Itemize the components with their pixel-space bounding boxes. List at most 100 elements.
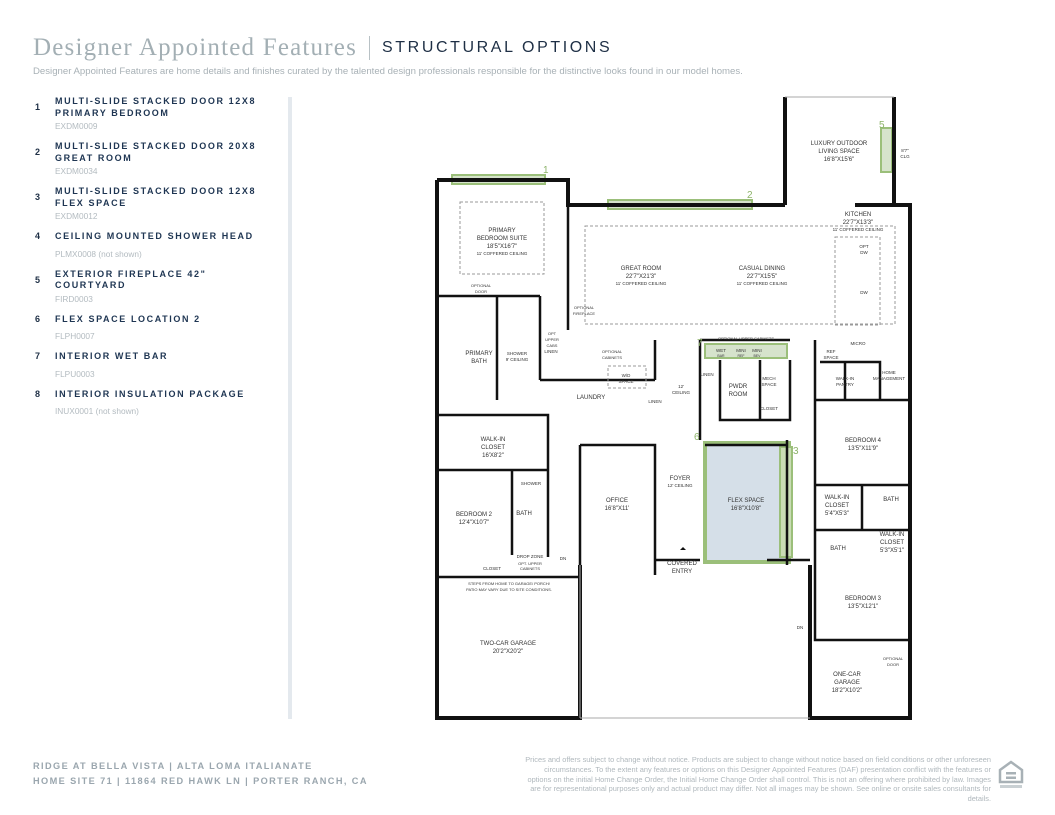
callout-2: 2: [747, 190, 753, 201]
interior-walls: [437, 205, 910, 642]
page-subtitle: Designer Appointed Features are home det…: [33, 66, 743, 77]
feature-code: EXDM0009: [55, 121, 98, 131]
label: UPPER: [545, 337, 559, 342]
label: ROOM: [729, 392, 748, 398]
label: FLEX SPACE: [728, 498, 765, 504]
label: WALK-IN: [825, 495, 850, 501]
label: 20'2"X20'2": [493, 649, 524, 655]
label: MINI: [736, 348, 746, 353]
label: COVERED: [667, 561, 697, 567]
label: 11' COFFERED CEILING: [737, 281, 788, 286]
label: MANAGEMENT: [873, 376, 906, 381]
title-divider: [369, 36, 371, 60]
label: 13'5"X12'1": [848, 604, 879, 610]
label: WALK-IN: [836, 376, 855, 381]
label: 12'4"X10'7": [459, 520, 490, 526]
label: CLOSET: [825, 503, 849, 509]
feature-code: PLMX0008 (not shown): [55, 248, 142, 259]
room-labels: PRIMARY BEDROOM SUITE 18'5"X16'7" 11' CO…: [456, 141, 910, 694]
callout-3: 3: [793, 446, 799, 457]
label: W/D: [622, 373, 631, 378]
label: CABINETS: [602, 355, 622, 360]
label: CLOSET: [760, 406, 778, 411]
label: 11' COFFERED CEILING: [616, 281, 667, 286]
column-divider: [288, 97, 292, 719]
label: DW: [860, 290, 868, 295]
feature-name: EXTERIOR FIREPLACE 42"COURTYARD: [55, 268, 207, 291]
label: WET: [716, 348, 726, 353]
option-callouts: 1 2 3 5 6 7: [543, 120, 885, 457]
label: 12' CEILING: [667, 483, 693, 488]
label: LAUNDRY: [577, 395, 606, 401]
label: SHOWER: [507, 351, 528, 356]
label: CLOSET: [483, 566, 501, 571]
label: BEDROOM 3: [845, 596, 882, 602]
label: BATH: [516, 511, 532, 517]
feature-number: 6: [35, 313, 41, 324]
outdoor-outline: [579, 96, 894, 719]
floor-plan: PRIMARY BEDROOM SUITE 18'5"X16'7" 11' CO…: [435, 96, 912, 720]
feature-name: CEILING MOUNTED SHOWER HEAD: [55, 231, 254, 241]
community-line: RIDGE AT BELLA VISTA | ALTA LOMA ITALIAN…: [33, 761, 313, 771]
label: GREAT ROOM: [621, 266, 661, 272]
label: 16'X8'2": [482, 453, 504, 459]
label: LUXURY OUTDOOR: [811, 141, 868, 147]
feature-number: 8: [35, 388, 41, 399]
label: 11' COFFERED CEILING: [833, 227, 884, 232]
label: BEV: [753, 354, 761, 358]
label: OPT. UPPER: [518, 561, 542, 566]
feature-code: EXDM0012: [55, 211, 98, 221]
label: ONE-CAR: [833, 672, 861, 678]
label: SPACE: [824, 355, 839, 360]
label: OPTIONAL: [602, 349, 623, 354]
label: OPTIONAL: [471, 283, 492, 288]
exterior-walls: [435, 97, 912, 720]
page-title: Designer Appointed Features: [33, 34, 358, 61]
label: DN: [560, 556, 567, 561]
label: BATH: [471, 359, 487, 365]
label: OPT: [548, 331, 557, 336]
label: KITCHEN: [845, 212, 871, 218]
callout-5: 5: [879, 120, 885, 131]
feature-name: FLEX SPACE LOCATION 2: [55, 313, 201, 324]
label: MECH: [762, 376, 775, 381]
label: OFFICE: [606, 498, 628, 504]
label: MINI: [752, 348, 762, 353]
label: BATH: [883, 497, 899, 503]
label: FOYER: [670, 476, 691, 482]
label: OPTIONAL: [574, 305, 595, 310]
fireplace-highlight: [880, 127, 893, 173]
label: SPACE: [619, 379, 634, 384]
feature-code: INUX0001 (not shown): [55, 406, 139, 416]
page-header: Designer Appointed Features STRUCTURAL O…: [33, 34, 612, 62]
callout-6: 6: [694, 432, 700, 443]
label: 5'4"X5'3": [825, 511, 849, 517]
label: BEDROOM 4: [845, 438, 882, 444]
feature-code: EXDM0034: [55, 166, 98, 176]
label: PATIO MAY VARY DUE TO SITE CONDITIONS.: [466, 587, 552, 592]
feature-name: INTERIOR WET BAR: [55, 351, 169, 361]
label: REF: [738, 354, 745, 358]
label: CABS: [547, 343, 558, 348]
disclaimer: Prices and offers subject to change with…: [525, 755, 991, 804]
label: DROP ZONE: [517, 554, 544, 559]
label: SPACE: [762, 382, 777, 387]
callout-7: 7: [697, 338, 703, 349]
label: CEILING: [672, 390, 691, 395]
flex-space-fill: [707, 445, 787, 560]
label: 12': [678, 384, 684, 389]
dashed-outlines: [459, 201, 896, 389]
label: 11' COFFERED CEILING: [477, 251, 528, 256]
label: 22'7"X15'5": [747, 274, 778, 280]
label: BEDROOM SUITE: [477, 236, 527, 242]
label: STEPS FROM HOME TO GARAGE/ PORCH/: [468, 581, 551, 586]
label: LINEN: [544, 349, 557, 354]
label: 22'7"X13'3": [843, 220, 874, 226]
